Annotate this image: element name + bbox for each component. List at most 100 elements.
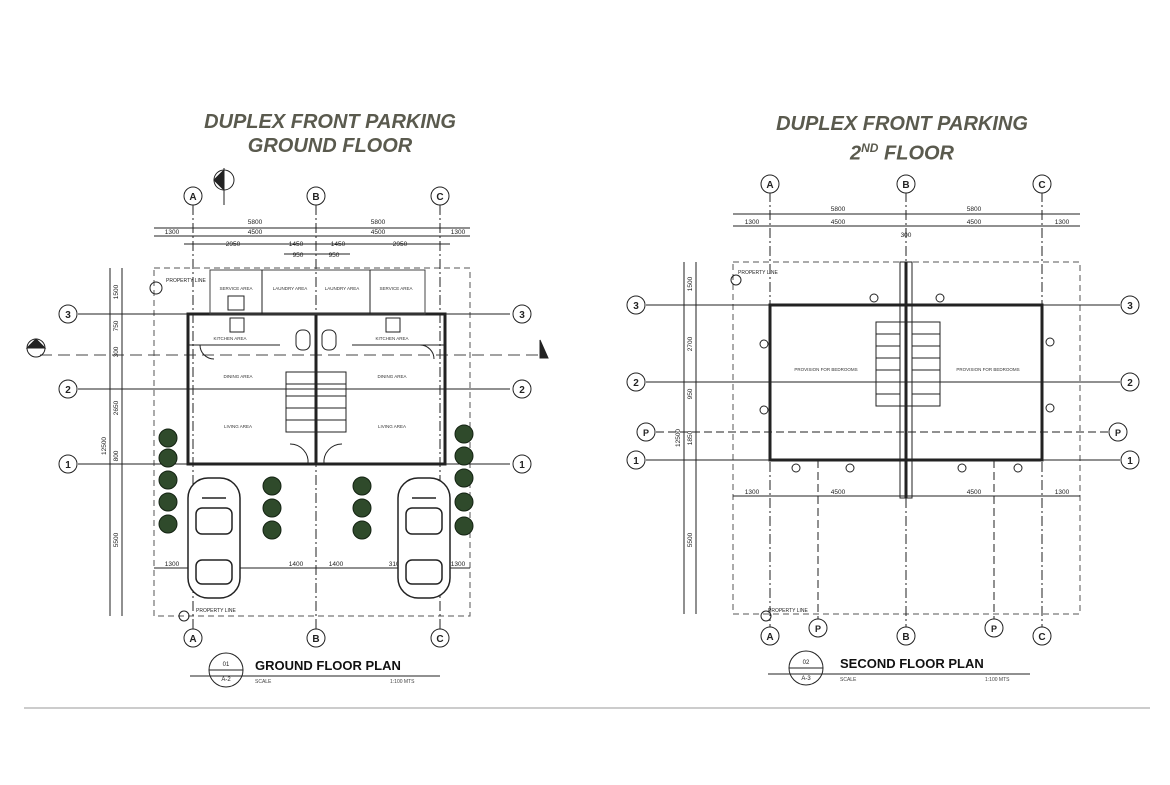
grid-label: C xyxy=(436,634,443,645)
room-label: DINING AREA xyxy=(377,374,406,379)
dim-text: 5800 xyxy=(371,219,386,226)
sheet-number: 02 xyxy=(803,660,810,666)
grid-bubble-3 xyxy=(58,304,78,324)
property-line-label: PROPERTY LINE xyxy=(738,270,778,276)
north-arrow-icon xyxy=(760,610,772,622)
tree-icon xyxy=(352,476,372,496)
sheet-ref: A-3 xyxy=(801,676,811,682)
grid-label: C xyxy=(436,192,443,203)
stair-block xyxy=(285,371,347,433)
window-marker-icon xyxy=(935,293,945,303)
right-heading-sup: ND xyxy=(861,141,879,155)
grid-bubble-p xyxy=(984,618,1004,638)
grid-label: 3 xyxy=(1127,301,1133,312)
window-marker-icon xyxy=(759,405,769,415)
right-heading-line2: 2ND FLOOR xyxy=(752,136,1052,166)
window-marker-icon xyxy=(1045,337,1055,347)
dim-text: 4500 xyxy=(831,219,846,226)
tree-icon xyxy=(158,448,178,468)
ground-floor-plan: SERVICE AREA LAUNDRY AREA LAUNDRY AREA S… xyxy=(25,168,549,688)
north-arrow-icon xyxy=(178,610,190,622)
dim-text: 1400 xyxy=(329,561,344,568)
sheet-number: 01 xyxy=(223,662,230,668)
grid-bubble-2 xyxy=(512,379,532,399)
sheet-ref: A-2 xyxy=(221,677,231,683)
dim-text: 5500 xyxy=(687,532,694,547)
tree-icon xyxy=(454,492,474,512)
tree-icon xyxy=(454,468,474,488)
tree-icon xyxy=(158,428,178,448)
right-heading: DUPLEX FRONT PARKING 2ND FLOOR xyxy=(752,112,1052,166)
dim-text: 300 xyxy=(901,232,912,239)
dim-text: 800 xyxy=(113,450,120,461)
left-heading-line1: DUPLEX FRONT PARKING xyxy=(204,111,456,133)
scale-value: 1:100 MTS xyxy=(390,679,415,685)
grid-label: 3 xyxy=(519,310,525,321)
left-heading: DUPLEX FRONT PARKING GROUND FLOOR xyxy=(180,110,480,158)
toilet-icon xyxy=(295,329,311,351)
grid-label: C xyxy=(1038,632,1045,643)
plan-title: GROUND FLOOR PLAN xyxy=(255,658,401,673)
right-heading-rest: FLOOR xyxy=(878,142,954,165)
grid-label: A xyxy=(766,180,773,191)
room-label: PROVISION FOR BEDROOMS xyxy=(956,367,1019,372)
plan-title: SECOND FLOOR PLAN xyxy=(840,656,984,671)
car-icon xyxy=(187,477,241,599)
dim-text: 1450 xyxy=(331,241,346,248)
room-label: LIVING AREA xyxy=(378,424,406,429)
room-label: DINING AREA xyxy=(223,374,252,379)
dim-text: 1400 xyxy=(289,561,304,568)
dim-text: 3100 xyxy=(389,561,404,568)
door-swing xyxy=(289,443,309,465)
grid-bubble-2 xyxy=(1120,372,1140,392)
grid-bubble-1 xyxy=(1120,450,1140,470)
window-marker-icon xyxy=(791,463,801,473)
grid-bubble-p xyxy=(1108,422,1128,442)
room-label: LAUNDRY AREA xyxy=(325,286,360,291)
grid-bubble-b xyxy=(306,186,326,206)
grid-bubble-c xyxy=(430,186,450,206)
grid-label: B xyxy=(902,180,909,191)
room-label: PROVISION FOR BEDROOMS xyxy=(794,367,857,372)
tree-icon xyxy=(454,424,474,444)
grid-bubble-2 xyxy=(58,379,78,399)
tree-icon xyxy=(158,492,178,512)
tree-icon xyxy=(454,516,474,536)
section-arrow-icon xyxy=(539,339,549,359)
dim-text: 300 xyxy=(113,346,120,357)
window-marker-icon xyxy=(1013,463,1023,473)
grid-bubble-3 xyxy=(512,304,532,324)
grid-bubble-1 xyxy=(626,450,646,470)
window-marker-icon xyxy=(869,293,879,303)
toilet-icon xyxy=(321,329,337,351)
scale-label: SCALE xyxy=(255,679,272,685)
dim-text: 950 xyxy=(293,252,304,259)
grid-bubble-b xyxy=(896,174,916,194)
right-heading-line1: DUPLEX FRONT PARKING xyxy=(776,113,1028,135)
dim-text: 12500 xyxy=(675,429,682,447)
tree-icon xyxy=(262,520,282,540)
grid-label: 3 xyxy=(65,310,71,321)
dim-text: 4500 xyxy=(831,489,846,496)
grid-bubble-a xyxy=(760,174,780,194)
grid-label: B xyxy=(312,192,319,203)
car-icon xyxy=(397,477,451,599)
grid-bubble-a xyxy=(183,628,203,648)
dim-text: 750 xyxy=(113,320,120,331)
grid-bubble-3 xyxy=(626,295,646,315)
room-label: LAUNDRY AREA xyxy=(273,286,308,291)
dim-text: 1300 xyxy=(165,561,180,568)
room-label: SERVICE AREA xyxy=(380,286,413,291)
grid-label: A xyxy=(189,192,196,203)
sink-icon xyxy=(227,295,245,311)
window-marker-icon xyxy=(759,339,769,349)
service-block xyxy=(209,269,426,315)
grid-label: B xyxy=(312,634,319,645)
window-marker-icon xyxy=(845,463,855,473)
property-line-label: PROPERTY LINE xyxy=(196,608,236,614)
door-swing xyxy=(323,443,343,465)
tree-icon xyxy=(158,514,178,534)
second-floor-plan: PROVISION FOR BEDROOMS PROVISION FOR BED… xyxy=(626,174,1140,686)
dim-text: 1500 xyxy=(113,284,120,299)
